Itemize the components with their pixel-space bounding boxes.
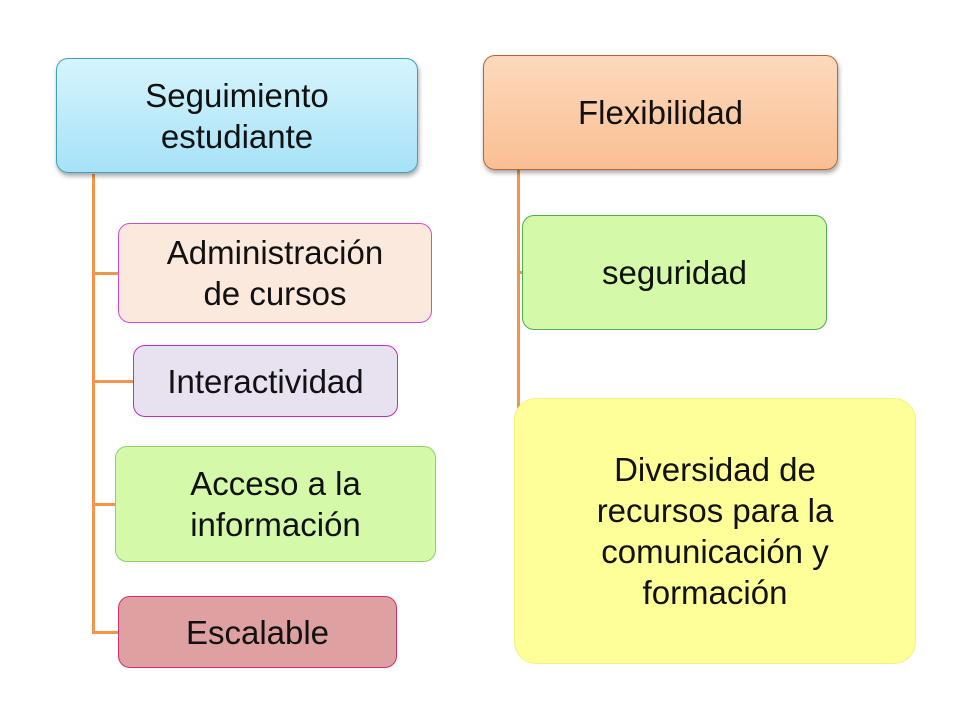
connector-branch-4 (92, 631, 120, 634)
node-acceso-a-la-informacion[interactable]: Acceso a la información (115, 446, 436, 562)
node-flexibilidad[interactable]: Flexibilidad (483, 55, 838, 170)
connector-branch-3 (92, 503, 118, 506)
connector-branch-2 (92, 380, 135, 383)
node-diversidad-de-recursos[interactable]: Diversidad de recursos para la comunicac… (514, 398, 916, 664)
connector-branch-1 (92, 272, 120, 275)
node-label: Acceso a la información (190, 465, 361, 543)
connector-trunk-right (517, 170, 520, 530)
node-label: seguridad (602, 254, 747, 291)
node-administracion-de-cursos[interactable]: Administración de cursos (118, 223, 432, 323)
node-escalable[interactable]: Escalable (118, 596, 397, 668)
node-seguimiento-estudiante[interactable]: Seguimiento estudiante (56, 58, 418, 173)
node-label: Diversidad de recursos para la comunicac… (596, 451, 834, 611)
node-label: Flexibilidad (577, 94, 744, 131)
node-label: Interactividad (167, 362, 364, 400)
node-seguridad[interactable]: seguridad (522, 215, 827, 330)
node-label: Administración de cursos (166, 234, 384, 312)
node-label: Escalable (185, 613, 330, 651)
connector-trunk-left (92, 174, 95, 634)
connector-branch-5 (517, 271, 523, 274)
node-label: Seguimiento estudiante (145, 76, 329, 155)
node-interactividad[interactable]: Interactividad (133, 345, 398, 417)
